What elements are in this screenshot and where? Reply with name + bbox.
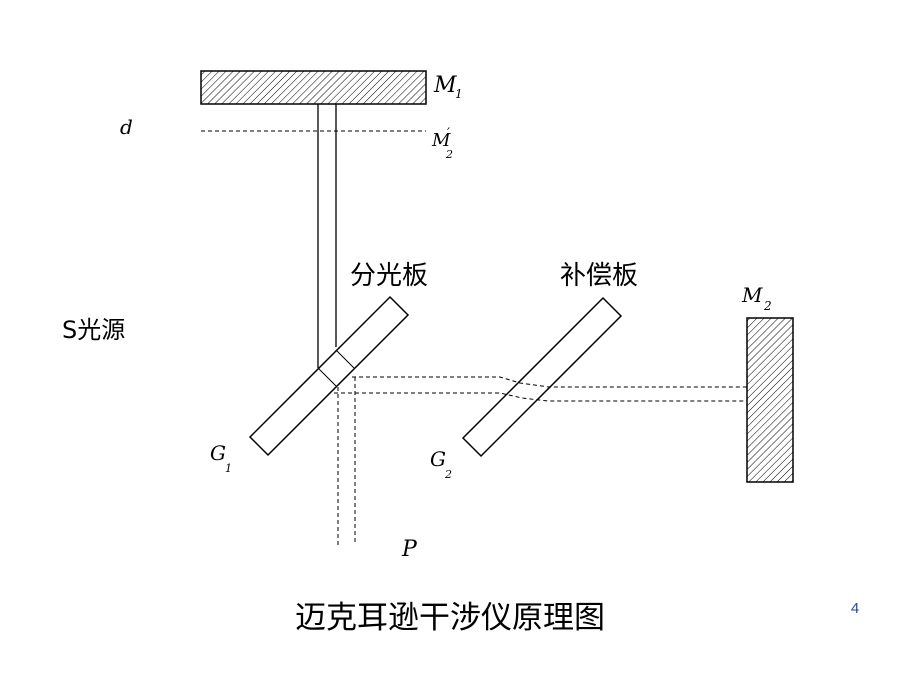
label-g2: G xyxy=(430,447,446,471)
label-m2-sub: 2 xyxy=(763,299,772,313)
label-compensator: 补偿板 xyxy=(560,261,638,291)
label-m2prime: M xyxy=(431,130,451,151)
label-beam-splitter: 分光板 xyxy=(350,261,428,291)
label-m1-sub: 1 xyxy=(455,87,463,101)
label-m2prime-mark: ′ xyxy=(447,126,450,141)
label-g1: G xyxy=(210,441,226,465)
compensator-g2 xyxy=(461,296,623,458)
mirror-m1 xyxy=(200,70,427,105)
diagram-caption: 迈克耳逊干涉仪原理图 xyxy=(295,600,605,636)
beam-splitter-g1 xyxy=(248,295,410,457)
splitter-beam-mark-2 xyxy=(335,349,355,369)
beam-horizontal-upper xyxy=(352,376,747,388)
label-p: P xyxy=(401,537,418,562)
label-g2-sub: 2 xyxy=(444,468,452,481)
label-m2prime-sub: 2 xyxy=(445,148,453,161)
beam-horizontal-lower xyxy=(334,392,747,402)
splitter-beam-mark-1 xyxy=(317,367,337,387)
label-m2: M xyxy=(741,283,763,307)
label-g1-sub: 1 xyxy=(225,462,232,475)
label-d: d xyxy=(120,115,133,139)
label-m1: M xyxy=(433,73,457,98)
mirror-m2 xyxy=(746,317,794,483)
page-number: 4 xyxy=(850,600,860,617)
label-light-source: S光源 xyxy=(62,316,125,344)
